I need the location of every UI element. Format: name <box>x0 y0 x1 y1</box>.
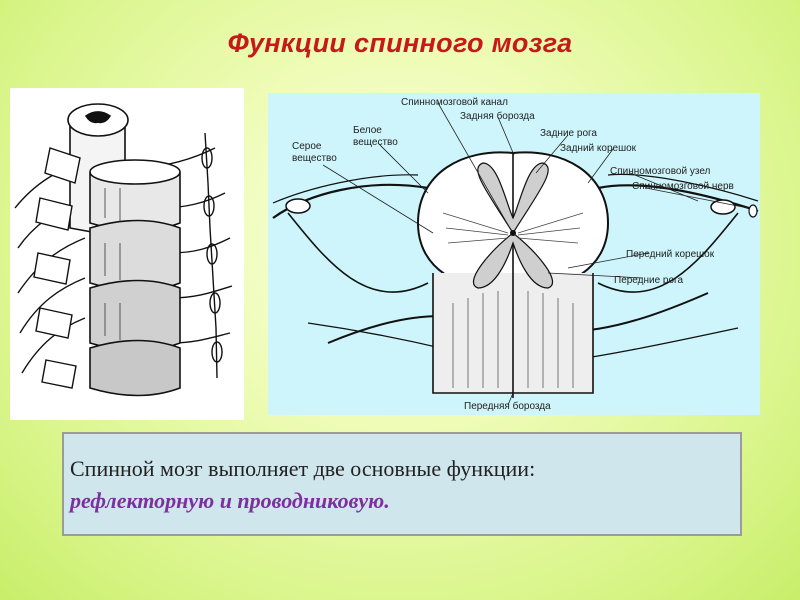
label-gray-matter-1: Серое <box>292 141 322 152</box>
label-anterior-fissure: Передняя борозда <box>464 401 551 412</box>
label-posterior-root: Задний корешок <box>560 143 637 154</box>
label-anterior-horns: Передние рога <box>614 275 684 286</box>
label-spinal-ganglion: Спинномозговой узел <box>610 166 711 177</box>
label-posterior-sulcus: Задняя борозда <box>460 111 535 122</box>
function-text-box: Спинной мозг выполняет две основные функ… <box>62 432 742 536</box>
label-gray-matter-2: вещество <box>292 153 337 164</box>
label-white-matter-1: Белое <box>353 125 382 136</box>
spinal-cord-cross-section: Спинномозговой канал Задняя борозда Бело… <box>268 93 760 415</box>
slide-title: Функции спинного мозга <box>227 28 573 58</box>
label-spinal-nerve: Спинномозговой нерв <box>632 181 734 192</box>
spine-illustration <box>10 88 244 420</box>
functions-statement: Спинной мозг выполняет две основные функ… <box>70 456 536 481</box>
label-posterior-horns: Задние рога <box>540 128 597 139</box>
label-white-matter-2: вещество <box>353 137 398 148</box>
label-anterior-root: Передний корешок <box>626 249 715 260</box>
label-spinal-canal: Спинномозговой канал <box>401 97 508 108</box>
functions-list: рефлекторную и проводниковую. <box>70 488 390 513</box>
spine-drawing <box>14 103 233 397</box>
cross-section-drawing <box>272 102 759 406</box>
